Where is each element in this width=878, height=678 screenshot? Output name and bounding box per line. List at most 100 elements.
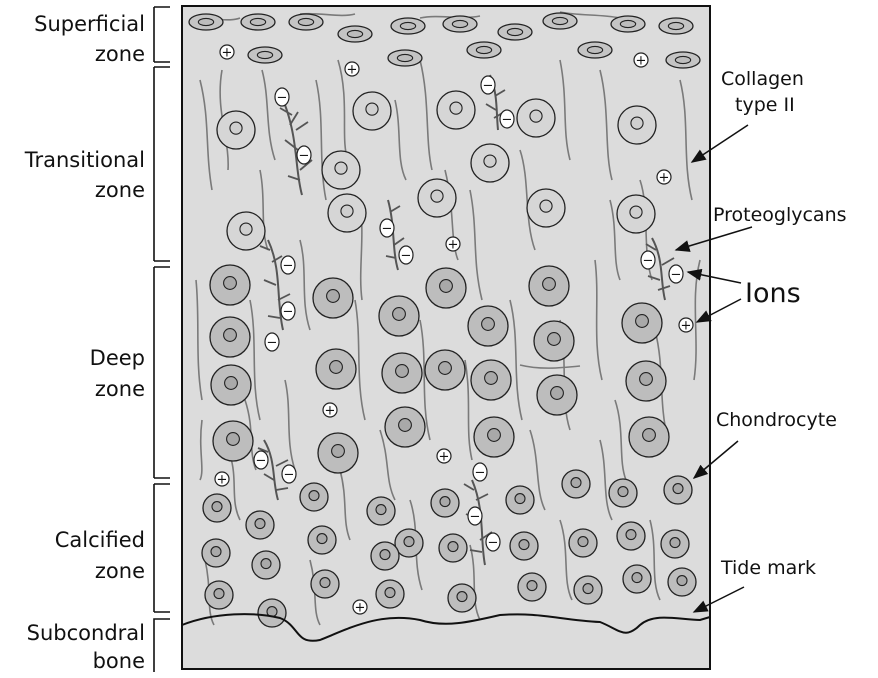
chondrocyte: [661, 530, 689, 558]
chondrocyte: [537, 375, 577, 415]
chondrocyte: [617, 195, 655, 233]
chondrocyte: [623, 565, 651, 593]
zone-label-subchondral-line1: Subcondral: [27, 621, 145, 645]
positive-ion: +: [323, 403, 337, 419]
positive-ion: +: [345, 62, 359, 78]
chondrocyte: [659, 18, 693, 34]
chondrocyte: [318, 433, 358, 473]
ion-sign: −: [382, 222, 393, 237]
zone-brackets: [154, 7, 170, 672]
chondrocyte: [527, 189, 565, 227]
chondrocyte: [289, 14, 323, 30]
negative-ion: −: [468, 507, 482, 525]
chondrocyte: [248, 47, 282, 63]
chondrocyte: [471, 360, 511, 400]
chondrocyte: [668, 568, 696, 596]
chondrocyte: [353, 92, 391, 130]
positive-ion: +: [446, 237, 460, 253]
chondrocyte: [506, 486, 534, 514]
bracket-calcified: [154, 484, 170, 612]
negative-ion: −: [500, 110, 514, 128]
chondrocyte: [439, 534, 467, 562]
ion-sign: +: [448, 238, 459, 253]
zone-label-deep-line1: Deep: [90, 346, 145, 370]
chondrocyte: [246, 511, 274, 539]
chondrocyte: [316, 349, 356, 389]
positive-ion: +: [437, 449, 451, 465]
ion-sign: +: [217, 473, 228, 488]
chondrocyte: [418, 179, 456, 217]
ion-sign: −: [299, 149, 310, 164]
chondrocyte: [385, 407, 425, 447]
chondrocyte: [569, 529, 597, 557]
positive-ion: +: [215, 472, 229, 488]
chondrocyte: [517, 99, 555, 137]
chondrocyte: [217, 111, 255, 149]
chondrocyte: [371, 542, 399, 570]
chondrocyte: [437, 91, 475, 129]
chondrocyte: [574, 576, 602, 604]
ion-sign: −: [671, 268, 682, 283]
chondrocyte: [443, 16, 477, 32]
chondrocyte: [382, 353, 422, 393]
ion-sign: −: [475, 466, 486, 481]
chondrocyte: [543, 13, 577, 29]
negative-ion: −: [254, 451, 268, 469]
chondrocyte: [431, 489, 459, 517]
chondrocyte: [425, 350, 465, 390]
chondrocyte: [205, 581, 233, 609]
negative-ion: −: [481, 76, 495, 94]
callout-proteoglycans: Proteoglycans: [713, 204, 847, 226]
chondrocyte: [562, 470, 590, 498]
negative-ion: −: [265, 333, 279, 351]
negative-ion: −: [297, 146, 311, 164]
callout-chondrocyte: Chondrocyte: [716, 409, 837, 431]
chondrocyte: [376, 580, 404, 608]
chondrocyte: [211, 365, 251, 405]
chondrocyte: [622, 303, 662, 343]
chondrocyte: [322, 151, 360, 189]
chondrocyte: [510, 532, 538, 560]
negative-ion: −: [669, 265, 683, 283]
zone-label-calcified-line1: Calcified: [55, 528, 145, 552]
positive-ion: +: [353, 600, 367, 616]
chondrocyte: [474, 417, 514, 457]
zone-label-transitional-line2: zone: [95, 178, 145, 202]
chondrocyte: [468, 306, 508, 346]
chondrocyte: [379, 296, 419, 336]
chondrocyte: [300, 483, 328, 511]
chondrocyte: [311, 570, 339, 598]
callout-tide-mark: Tide mark: [720, 557, 816, 579]
chondrocyte: [471, 144, 509, 182]
positive-ion: +: [634, 53, 648, 69]
chondrocyte: [213, 421, 253, 461]
ion-sign: −: [401, 249, 412, 264]
negative-ion: −: [486, 533, 500, 551]
bracket-subchondral: [154, 619, 170, 672]
positive-ion: +: [679, 318, 693, 334]
chondrocyte: [467, 42, 501, 58]
negative-ion: −: [275, 88, 289, 106]
ion-sign: −: [502, 113, 513, 128]
negative-ion: −: [281, 302, 295, 320]
ion-sign: −: [483, 79, 494, 94]
chondrocyte: [448, 584, 476, 612]
positive-ion: +: [657, 170, 671, 186]
chondrocyte: [258, 599, 286, 627]
callout-collagen-line2: type II: [735, 94, 795, 116]
ion-sign: −: [283, 305, 294, 320]
bracket-deep: [154, 267, 170, 478]
chondrocyte: [534, 321, 574, 361]
zone-label-superficial-line2: zone: [95, 42, 145, 66]
chondrocyte: [203, 494, 231, 522]
negative-ion: −: [282, 465, 296, 483]
ion-sign: +: [347, 63, 358, 78]
zone-label-deep-line2: zone: [95, 377, 145, 401]
negative-ion: −: [641, 251, 655, 269]
chondrocyte: [367, 497, 395, 525]
chondrocyte: [664, 476, 692, 504]
negative-ion: −: [399, 246, 413, 264]
chondrocyte: [338, 26, 372, 42]
chondrocyte: [609, 479, 637, 507]
